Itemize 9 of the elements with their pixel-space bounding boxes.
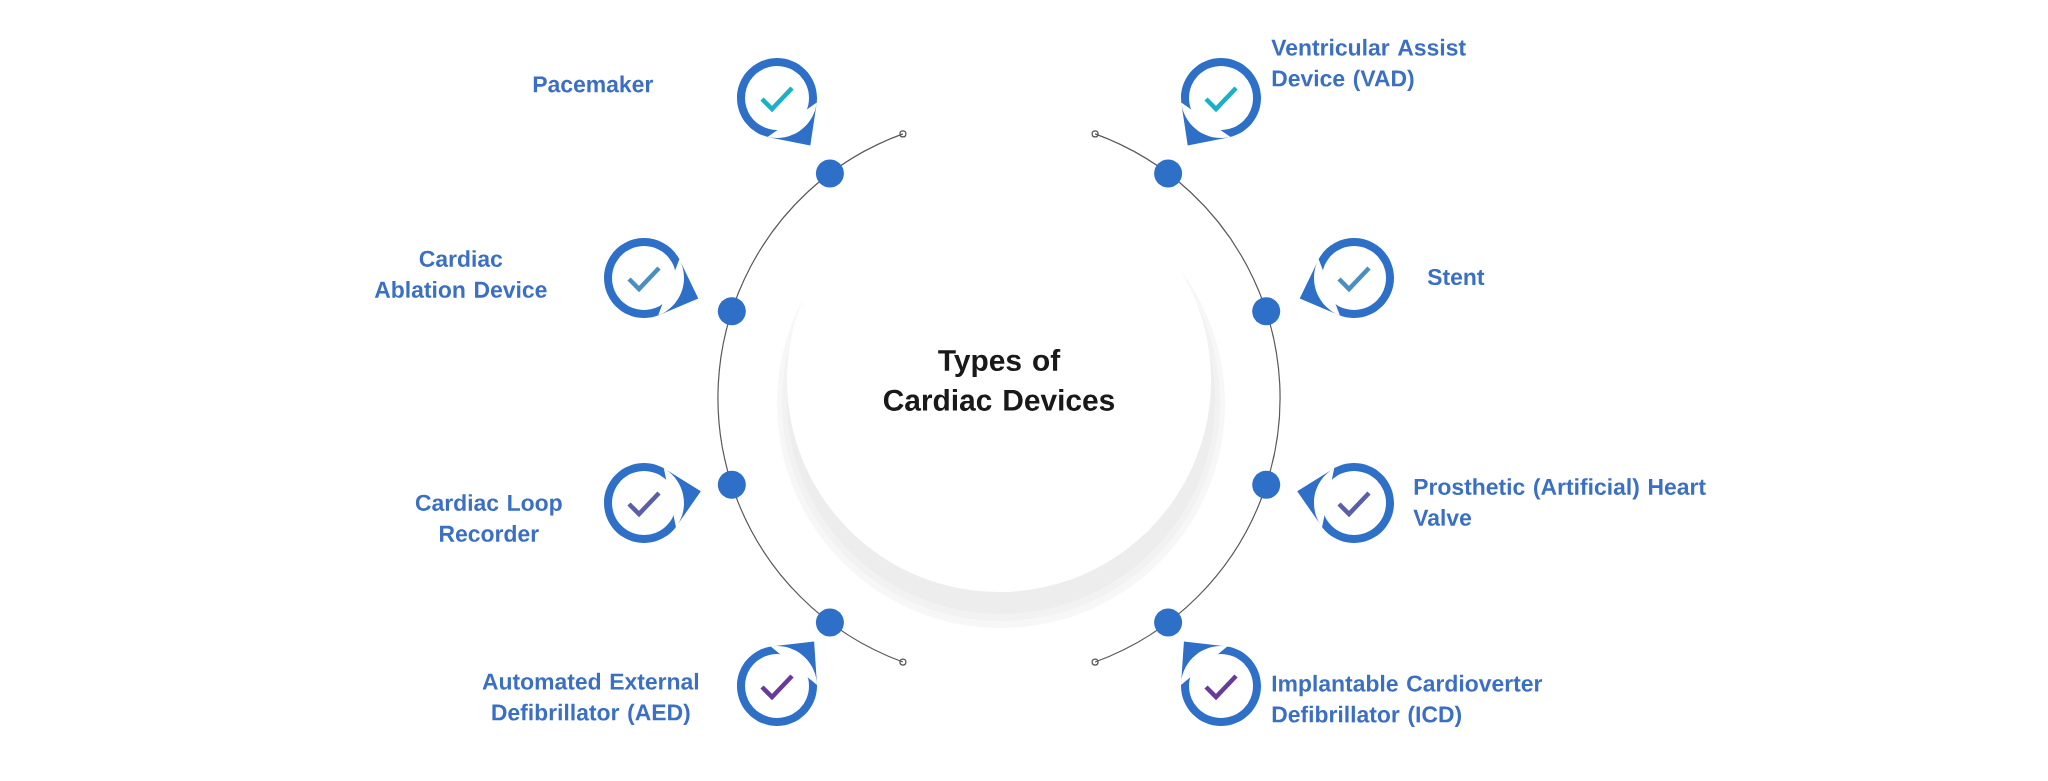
item-label: Prosthetic (Artificial) Heart Valve xyxy=(1413,478,1706,526)
item-label: Ventricular Assist Device (VAD) xyxy=(1271,38,1466,92)
item-label: Implantable Cardioverter Defibrillator (ICD) xyxy=(1272,674,1543,728)
item-label: Cardiac Loop Recorder xyxy=(415,494,562,542)
item-label: Cardiac Ablation Device xyxy=(374,250,547,298)
item-label: Pacemaker xyxy=(533,75,653,93)
item-label: Automated External Defibrillator (AED) xyxy=(482,672,699,726)
node-label: Types of Cardiac Devices xyxy=(883,349,1115,411)
item-label: Stent xyxy=(1427,268,1485,286)
